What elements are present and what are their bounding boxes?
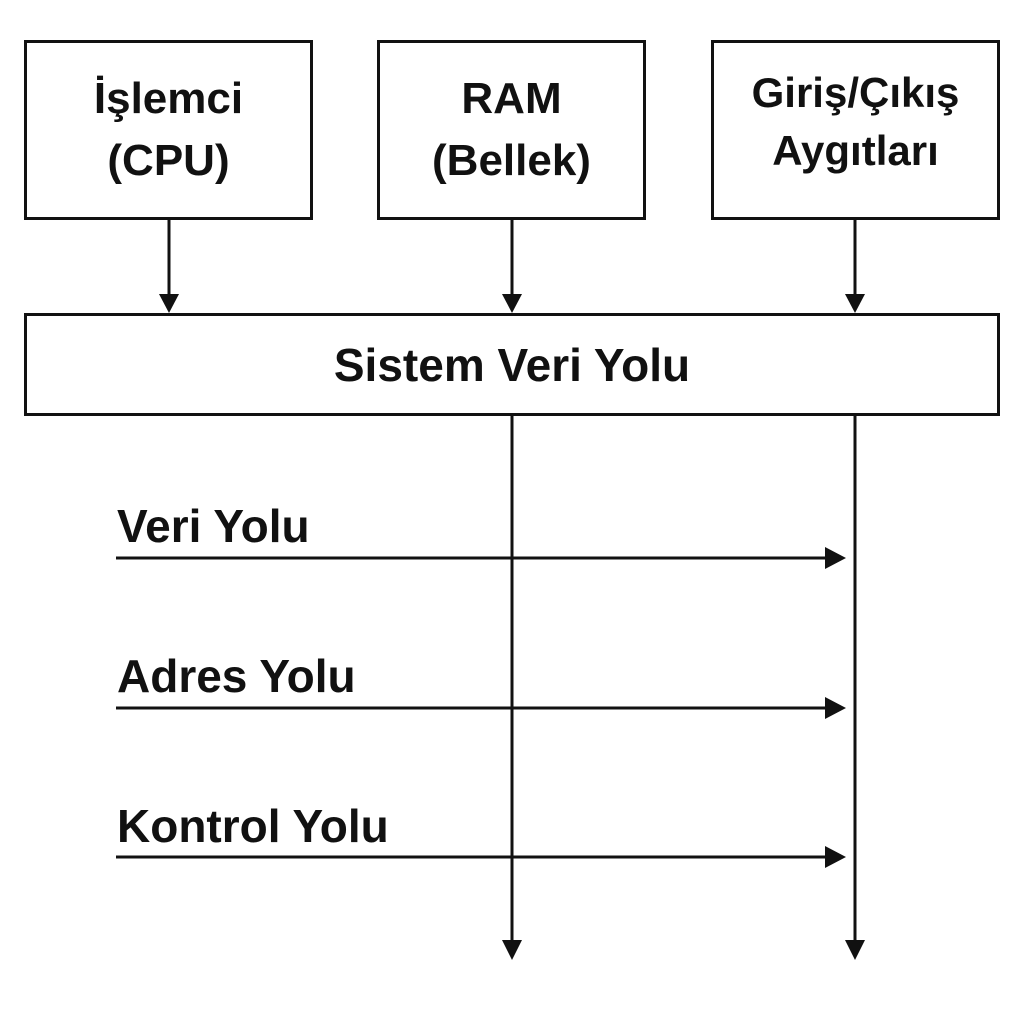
address-bus-label: Adres Yolu <box>117 650 356 702</box>
cpu-box: İşlemci (CPU) <box>24 40 313 220</box>
bus-down-arrowhead-center <box>502 940 522 960</box>
control-bus-label: Kontrol Yolu <box>117 800 389 852</box>
control-bus-arrowhead <box>825 846 846 868</box>
cpu-title: İşlemci <box>93 74 244 123</box>
io-devices-box: Giriş/Çıkış Aygıtları <box>711 40 1000 220</box>
data-bus-label: Veri Yolu <box>117 500 310 552</box>
address-bus-arrowhead <box>825 697 846 719</box>
ram-subtitle: (Bellek) <box>432 136 591 185</box>
ram-box: RAM (Bellek) <box>377 40 646 220</box>
io-arrowhead <box>845 294 865 313</box>
bus-down-arrowhead-right <box>845 940 865 960</box>
system-bus-box: Sistem Veri Yolu <box>24 313 1000 416</box>
io-subtitle: Aygıtları <box>772 127 939 174</box>
system-bus-label: Sistem Veri Yolu <box>333 338 691 391</box>
cpu-subtitle: (CPU) <box>107 136 230 185</box>
ram-title: RAM <box>461 74 562 123</box>
data-bus-arrowhead <box>825 547 846 569</box>
cpu-arrowhead <box>159 294 179 313</box>
io-title: Giriş/Çıkış <box>751 69 960 116</box>
ram-arrowhead <box>502 294 522 313</box>
